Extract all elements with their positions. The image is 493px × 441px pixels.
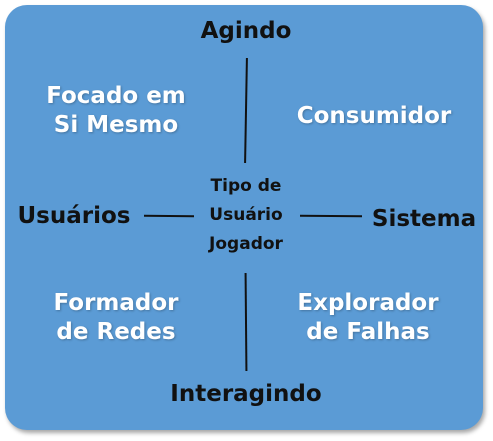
axis-label-bottom: Interagindo bbox=[170, 381, 322, 407]
quadrant-top-right: Consumidor bbox=[284, 102, 464, 131]
quadrant-bottom-left-line-1: Formador bbox=[53, 290, 179, 316]
axis-label-left: Usuários bbox=[17, 203, 131, 229]
quadrant-bottom-right-line-2: de Falhas bbox=[306, 318, 430, 345]
quadrant-bottom-left-line-2: de Redes bbox=[56, 318, 176, 345]
diagram-panel bbox=[5, 5, 483, 430]
axis-label-right: Sistema bbox=[371, 206, 477, 232]
quadrant-top-right-line-1: Consumidor bbox=[296, 103, 452, 129]
quadrant-top-left: Focado em Si Mesmo bbox=[36, 82, 196, 140]
quadrant-bottom-left: Formador de Redes bbox=[36, 289, 196, 347]
quadrant-bottom-right-line-1: Explorador bbox=[297, 290, 439, 316]
quadrant-top-left-line-1: Focado em bbox=[46, 83, 186, 109]
quadrant-bottom-right: Explorador de Falhas bbox=[286, 289, 450, 347]
center-label-line-2: Usuário bbox=[209, 205, 283, 225]
center-label: Tipo de Usuário Jogador bbox=[196, 172, 296, 259]
quadrant-top-left-line-2: Si Mesmo bbox=[53, 111, 179, 138]
center-label-line-1: Tipo de bbox=[210, 176, 282, 196]
axis-label-top: Agindo bbox=[200, 18, 292, 44]
center-label-line-3: Jogador bbox=[209, 234, 283, 254]
